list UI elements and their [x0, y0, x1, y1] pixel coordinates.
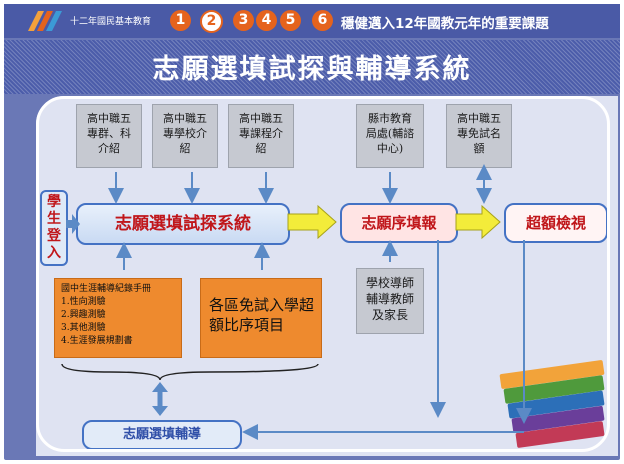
nav-item-6[interactable]: 6: [312, 10, 333, 31]
doc-course-intro: 高中職五專課程介紹: [228, 104, 294, 168]
edu-logo-icon: [28, 11, 62, 31]
doc-free-quota: 高中職五專免試名額: [446, 104, 512, 168]
student-login-box: 學生登入: [40, 190, 68, 266]
doc-school-intro: 高中職五專學校介紹: [152, 104, 218, 168]
doc-school-groups: 高中職五專群、科介紹: [76, 104, 142, 168]
org-name: 十二年國民基本教育: [70, 17, 152, 27]
region-items-box: 各區免試入學超額比序項目: [200, 278, 322, 358]
handbook-item: 1.性向測驗: [61, 297, 106, 307]
nav-item-5[interactable]: 5: [280, 10, 301, 31]
nav-item-1[interactable]: 1: [170, 10, 191, 31]
handbook-item: 2.興趣測驗: [61, 310, 106, 320]
doc-county-center: 縣市教育局處(輔諮中心): [356, 104, 424, 168]
page-title: 志願選填試探與輔導系統: [152, 54, 472, 85]
nav-item-2[interactable]: 2: [200, 10, 223, 33]
handbook-item: 3.其他測驗: [61, 323, 106, 333]
explore-system-box: 志願選填試探系統: [76, 203, 290, 245]
over-quota-box: 超額檢視: [504, 203, 608, 243]
nav-item-3[interactable]: 3: [233, 10, 254, 31]
handbook-item: 4.生涯發展規劃書: [61, 336, 133, 346]
header-title: 穩健邁入12年國教元年的重要課題: [341, 16, 549, 32]
nav-item-4[interactable]: 4: [256, 10, 277, 31]
title-band: [4, 40, 620, 94]
handbook-title: 國中生涯輔導紀錄手冊: [61, 284, 152, 294]
career-handbook-box: 國中生涯輔導紀錄手冊 1.性向測驗 2.興趣測驗 3.其他測驗 4.生涯發展規劃…: [54, 278, 182, 358]
fill-order-box: 志願序填報: [340, 203, 458, 243]
doc-advisors: 學校導師輔導教師及家長: [356, 268, 424, 334]
